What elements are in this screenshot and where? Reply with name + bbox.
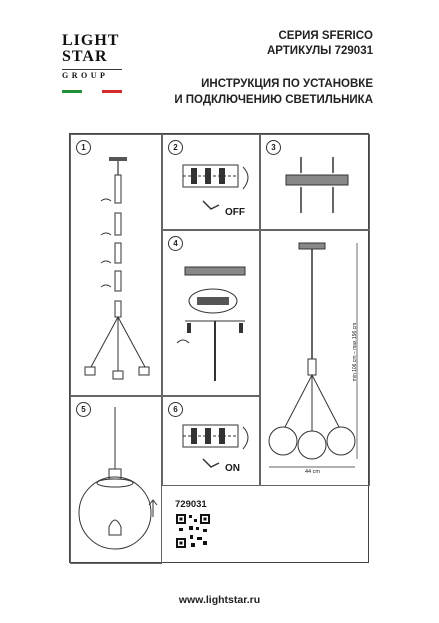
qr-code-icon[interactable]	[175, 513, 211, 549]
step-4-diagram	[176, 266, 246, 381]
power-on-label: ON	[225, 463, 240, 474]
article-code: 729031	[175, 499, 207, 510]
logo-line1: LIGHT	[62, 32, 120, 49]
step-1-number: 1	[76, 140, 91, 155]
logo-line2: STAR	[62, 48, 108, 65]
flag-red	[102, 90, 122, 93]
dimension-panel: min 106 cm – max 196 cm 44 cm	[260, 230, 370, 486]
step-2-panel: 2 OFF	[162, 134, 260, 230]
step-3-panel: 3	[260, 134, 370, 230]
logo-flag-stripe	[62, 90, 122, 93]
step-1-diagram	[84, 157, 150, 380]
step-1-panel: 1	[70, 134, 162, 396]
dimension-diagram	[268, 242, 358, 468]
flag-white	[82, 90, 102, 93]
power-off-label: OFF	[225, 207, 245, 218]
width-dimension-label: 44 cm	[305, 469, 320, 475]
step-5-diagram	[78, 407, 158, 550]
website-link[interactable]: www.lightstar.ru	[178, 594, 261, 606]
instruction-title-line1: ИНСТРУКЦИЯ ПО УСТАНОВКЕ	[201, 78, 373, 90]
step-6-diagram	[182, 424, 249, 468]
step-3-diagram	[285, 157, 349, 213]
step-2-diagram	[182, 164, 249, 210]
flag-green	[62, 90, 82, 93]
logo-line3: GROUP	[62, 69, 122, 80]
step-3-number: 3	[266, 140, 281, 155]
step-5-panel: 5	[70, 396, 162, 564]
step-2-number: 2	[168, 140, 183, 155]
step-4-number: 4	[168, 236, 183, 251]
step-4-panel: 4	[162, 230, 260, 396]
instruction-title-line2: И ПОДКЛЮЧЕНИЮ СВЕТИЛЬНИКА	[174, 94, 373, 106]
instruction-grid: 1 2	[69, 133, 370, 564]
step-6-number: 6	[168, 402, 183, 417]
height-dimension-label: min 106 cm – max 196 cm	[352, 322, 358, 382]
step-5-number: 5	[76, 402, 91, 417]
step-6-panel: 6 ON	[162, 396, 260, 486]
series-title: СЕРИЯ SFERICO	[278, 30, 374, 42]
brand-logo: LIGHT STAR GROUP	[62, 32, 126, 96]
article-title: АРТИКУЛЫ 729031	[266, 45, 373, 57]
